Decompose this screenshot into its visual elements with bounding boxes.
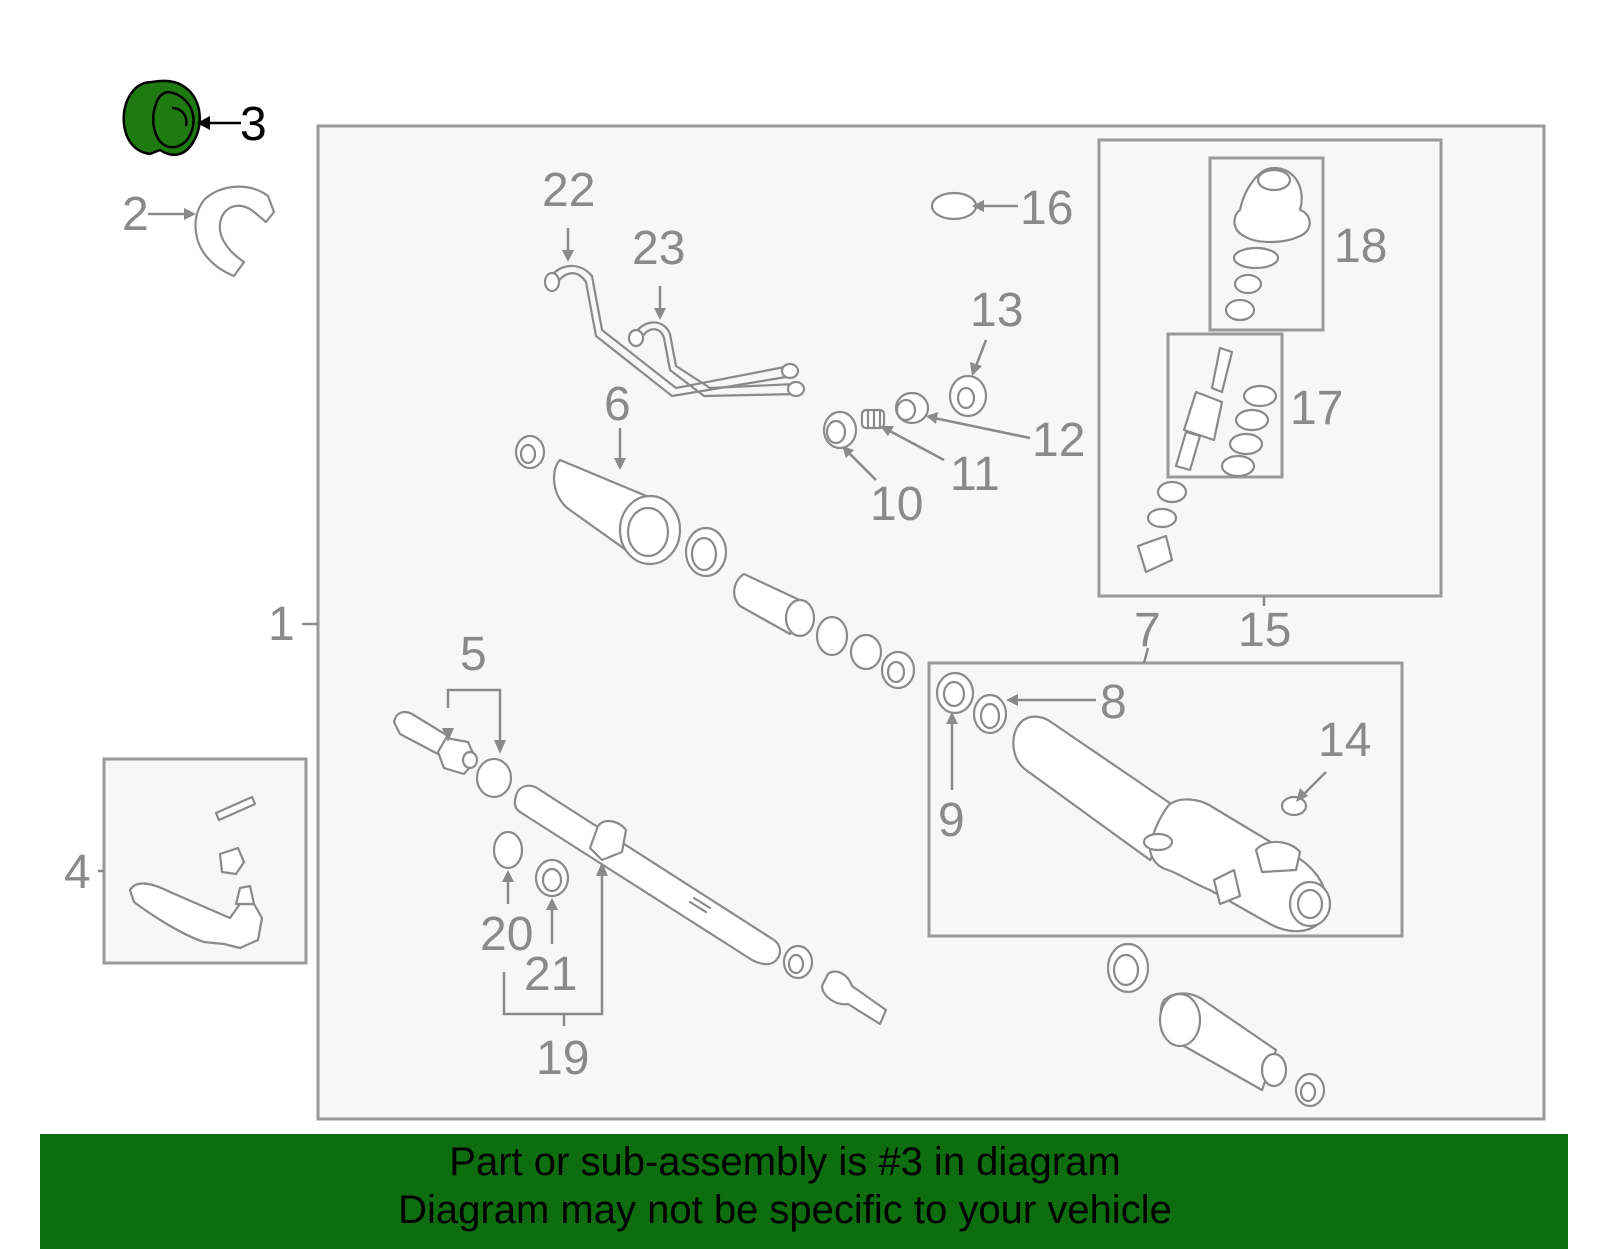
leader-10 <box>842 446 877 481</box>
banner-line-1: Part or sub-assembly is #3 in diagram <box>449 1140 1121 1184</box>
callout-20: 20 <box>480 908 533 961</box>
banner-line-2: Diagram may not be specific to your vehi… <box>398 1188 1172 1232</box>
part-13-nut <box>948 374 988 418</box>
part-2-bracket <box>194 185 276 278</box>
rack-housing <box>1012 715 1332 933</box>
part-8-seal <box>972 693 1008 735</box>
callout-13: 13 <box>970 284 1023 337</box>
box-part-18 <box>1208 156 1325 332</box>
callout-15: 15 <box>1238 604 1291 657</box>
callout-9: 9 <box>938 794 965 847</box>
callout-22: 22 <box>542 164 595 217</box>
leader-16 <box>972 200 1018 212</box>
leader-7 <box>1142 647 1150 664</box>
part-10-bushing <box>822 410 858 450</box>
callout-11: 11 <box>950 448 1000 501</box>
part-11-spring <box>860 408 886 430</box>
callout-2: 2 <box>122 188 149 241</box>
callout-10: 10 <box>870 478 923 531</box>
part-5-inner-tie-rod <box>392 711 513 799</box>
leader-22 <box>562 228 574 262</box>
callout-16: 16 <box>1020 182 1073 235</box>
leader-19 <box>502 862 608 1026</box>
leader-8 <box>1006 694 1096 706</box>
callout-23: 23 <box>632 222 685 275</box>
leader-9 <box>946 712 958 790</box>
part-3-highlighted[interactable] <box>122 79 201 157</box>
callout-7: 7 <box>1134 604 1161 657</box>
part-18-housing <box>1224 166 1311 322</box>
leader-11 <box>880 426 945 462</box>
part-19-rack <box>513 784 888 1026</box>
leader-23 <box>654 286 666 320</box>
callout-18: 18 <box>1334 220 1387 273</box>
part-4-tie-rod-end <box>128 795 264 950</box>
part-12-plug <box>894 391 930 425</box>
part-6-boot <box>514 434 916 690</box>
callout-17: 17 <box>1290 382 1343 435</box>
leader-3 <box>197 116 241 130</box>
callout-21: 21 <box>524 948 577 1001</box>
leader-2 <box>148 208 196 220</box>
callout-5: 5 <box>460 628 487 681</box>
part-22-pipe <box>543 264 800 398</box>
callout-1: 1 <box>268 598 295 651</box>
leader-6 <box>614 428 626 470</box>
lower-right-boot <box>1106 942 1326 1108</box>
callout-4: 4 <box>64 846 91 899</box>
leader-14 <box>1296 771 1327 802</box>
callout-12: 12 <box>1032 414 1085 467</box>
part-15-seals <box>1136 480 1188 574</box>
callout-6: 6 <box>604 378 631 431</box>
part-9-seal <box>935 671 975 715</box>
callout-14: 14 <box>1318 714 1371 767</box>
part-17-valve <box>1174 346 1278 478</box>
callout-8: 8 <box>1100 676 1127 729</box>
callout-19: 19 <box>536 1032 589 1085</box>
leader-5 <box>442 688 506 754</box>
part-20-ring <box>492 830 524 870</box>
info-banner: Part or sub-assembly is #3 in diagram Di… <box>40 1134 1568 1249</box>
part-16-plug <box>930 191 978 221</box>
leader-21 <box>546 898 558 944</box>
part-14-plug <box>1280 795 1308 817</box>
callout-3: 3 <box>240 98 267 151</box>
part-21-bushing <box>534 858 570 898</box>
part-23-pipe <box>627 321 806 398</box>
leader-13 <box>970 339 988 376</box>
leader-12 <box>926 412 1031 440</box>
leader-20 <box>502 870 514 904</box>
